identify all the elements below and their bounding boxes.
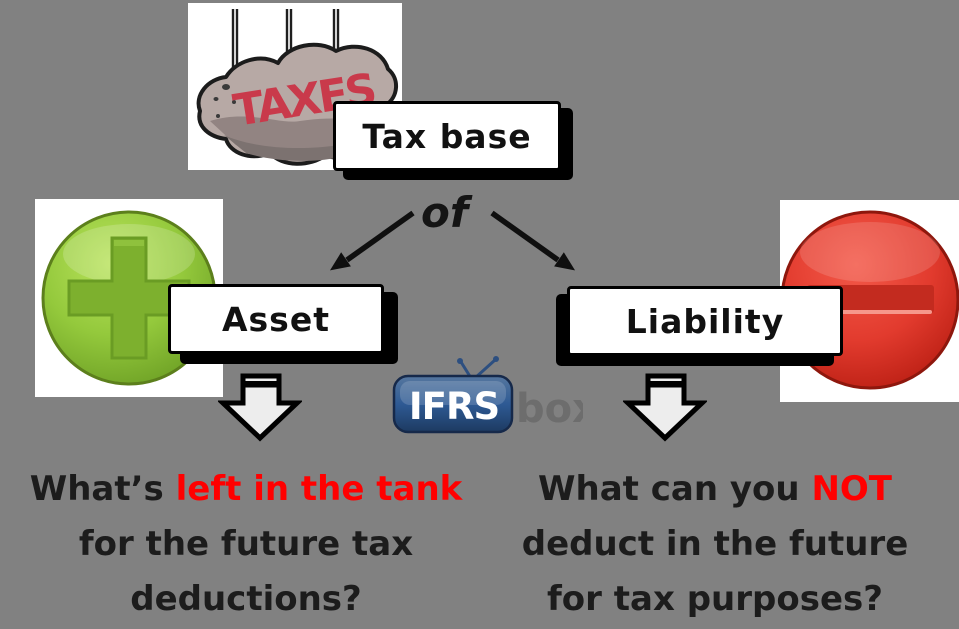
question-left-lead: What’s xyxy=(29,469,164,509)
question-right-line3: for tax purposes? xyxy=(547,579,883,619)
branch-arrows-icon xyxy=(329,210,576,271)
question-left-line2: for the future tax xyxy=(78,524,414,564)
question-right-line1: What can you NOT xyxy=(490,462,940,517)
asset-box: Asset xyxy=(168,284,384,354)
question-right-line2: deduct in the future xyxy=(521,524,909,564)
question-left-highlight: left in the tank xyxy=(175,469,463,509)
logo-brand-text: IFRS xyxy=(409,385,499,428)
liability-box: Liability xyxy=(567,286,843,356)
ifrsbox-logo: IFRS box xyxy=(391,354,583,434)
of-label: of xyxy=(421,188,469,237)
ifrsbox-logo-icon: IFRS box xyxy=(392,356,583,434)
liability-label: Liability xyxy=(625,301,785,341)
question-left: What’s left in the tank for the future t… xyxy=(16,462,476,627)
question-left-line3: deductions? xyxy=(130,579,362,619)
down-arrow-right-icon xyxy=(623,373,707,442)
tax-base-label: Tax base xyxy=(362,116,532,156)
down-arrow-left-icon xyxy=(218,373,302,442)
question-right: What can you NOT deduct in the future fo… xyxy=(490,462,940,627)
logo-suffix-text: box xyxy=(516,386,583,432)
question-right-lead: What can you xyxy=(537,469,800,509)
question-right-highlight: NOT xyxy=(811,469,892,509)
asset-label: Asset xyxy=(222,299,330,339)
question-left-line1: What’s left in the tank xyxy=(16,462,476,517)
tax-base-box: Tax base xyxy=(333,101,561,171)
